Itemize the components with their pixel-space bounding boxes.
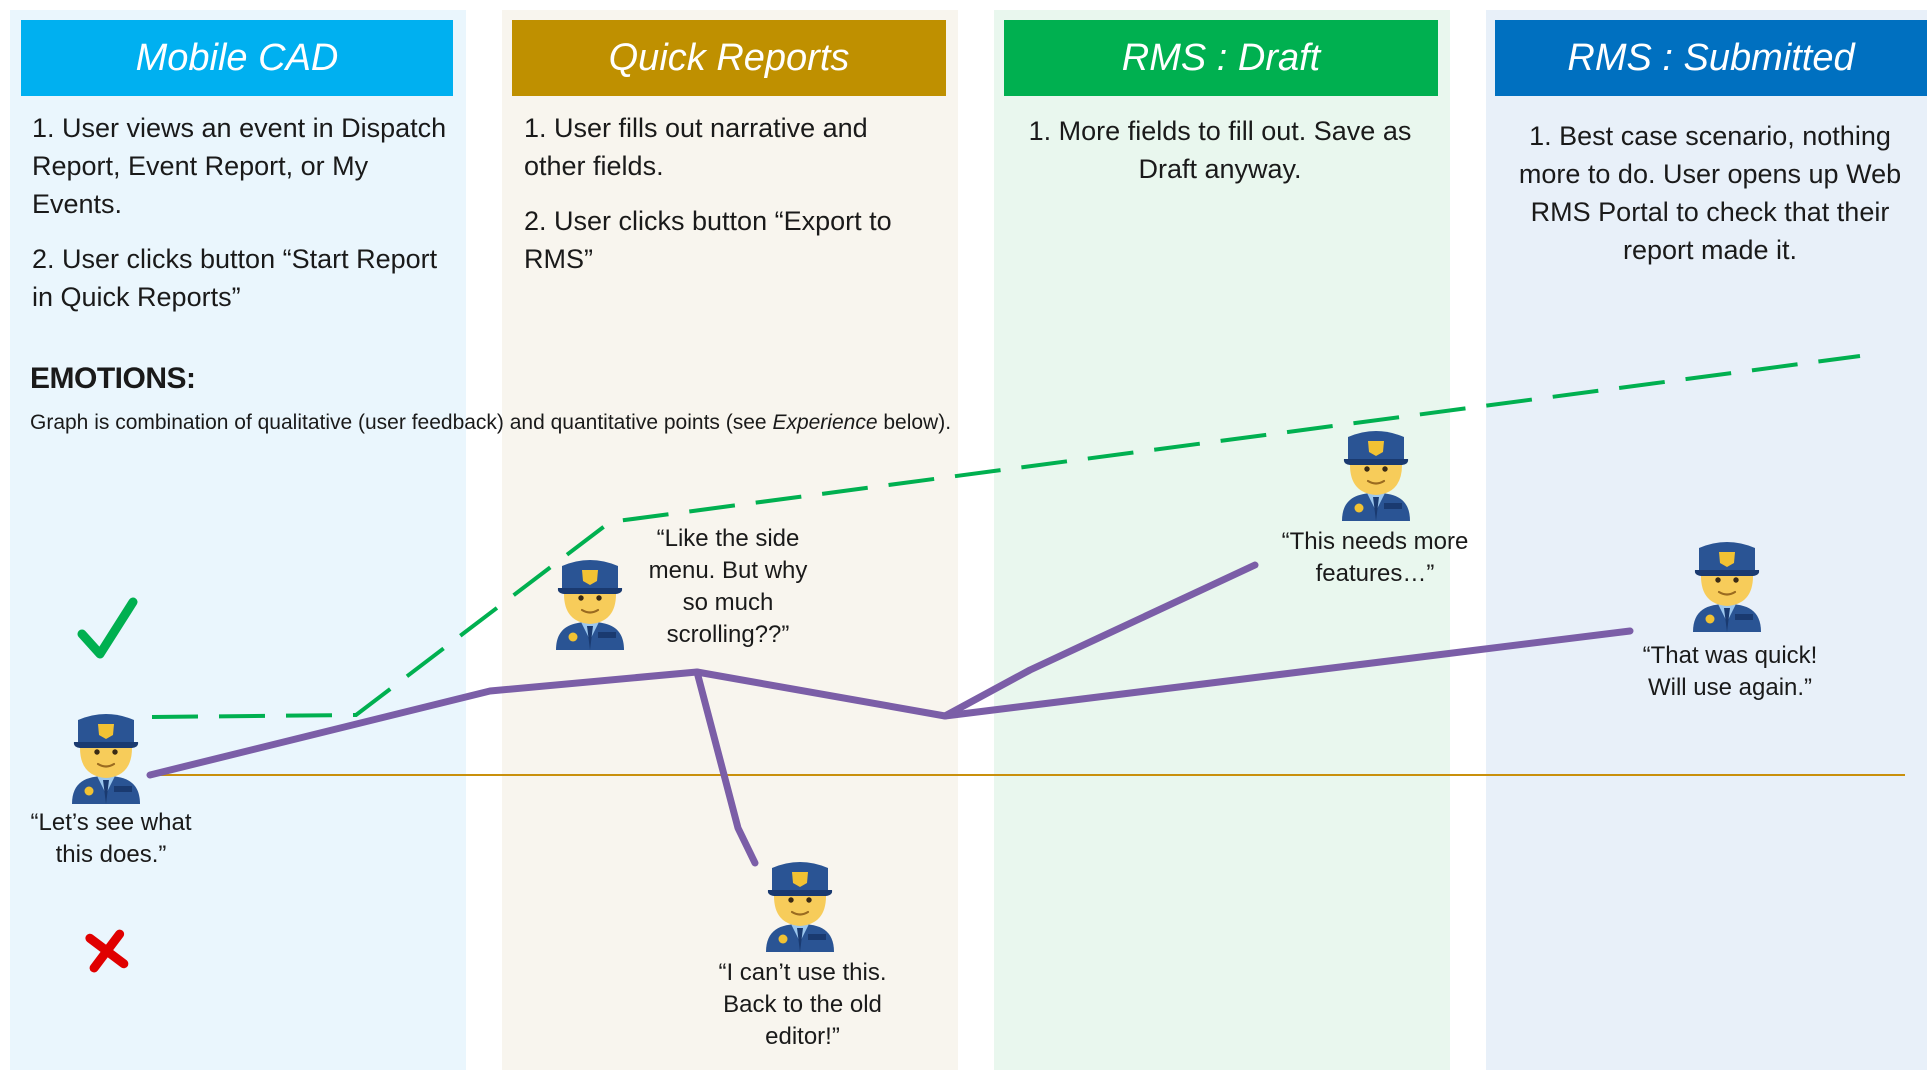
police-officer-icon [1691,540,1763,634]
quote-old-editor: “I can’t use this. Back to the old edito… [718,959,887,1050]
column-bg-rms-draft [994,10,1450,1070]
steps-rms-submitted: 1. Best case scenario, nothing more to d… [1505,117,1915,286]
column-bg-quick-reports [502,10,958,1070]
police-officer-icon [70,712,142,806]
emotions-subtitle-text: Graph is combination of qualitative (use… [30,411,773,434]
quote-quick: “That was quick! Will use again.” [1642,642,1818,701]
features-branch-line [941,561,1259,720]
column-header-rms-draft: RMS : Draft [1004,20,1438,96]
emotions-subtitle-end: below). [877,411,952,434]
step-rms-draft-1: 1. More fields to fill out. Save as Draf… [1028,116,1412,184]
step-rms-submitted-1: 1. Best case scenario, nothing more to d… [1518,121,1902,265]
quote-start: “Let’s see what this does.” [30,809,192,868]
step-quick-reports-1: 1. User fills out narrative and other fi… [524,113,868,181]
emotions-subtitle-emphasis: Experience [772,411,878,434]
steps-rms-draft: 1. More fields to fill out. Save as Draf… [1010,112,1430,205]
step-mobile-cad-2: 2. User clicks button “Start Report in Q… [32,244,438,312]
column-bg-mobile-cad [10,10,466,1070]
column-header-mobile-cad: Mobile CAD [21,20,453,96]
quote-side-menu: “Like the side menu. But why so much scr… [648,525,808,648]
emotions-title: EMOTIONS: [30,362,196,395]
steps-quick-reports: 1. User fills out narrative and other fi… [524,109,924,295]
column-header-quick-reports: Quick Reports [512,20,946,96]
check-mark-icon [77,597,138,659]
police-officer-icon [764,860,836,954]
step-quick-reports-2: 2. User clicks button “Export to RMS” [524,206,892,274]
steps-mobile-cad: 1. User views an event in Dispatch Repor… [32,109,452,333]
quote-more-features: “This needs more features…” [1281,528,1469,587]
police-officer-icon [1340,429,1412,523]
step-mobile-cad-1: 1. User views an event in Dispatch Repor… [32,113,447,219]
emotions-subtitle: Graph is combination of qualitative (use… [30,411,951,435]
negative-branch-line [693,668,759,867]
cross-mark-icon [85,929,129,973]
column-header-rms-submitted: RMS : Submitted [1495,20,1927,96]
police-officer-icon [554,558,626,652]
column-bg-rms-submitted [1486,10,1927,1070]
ideal-emotion-line [151,354,1861,719]
